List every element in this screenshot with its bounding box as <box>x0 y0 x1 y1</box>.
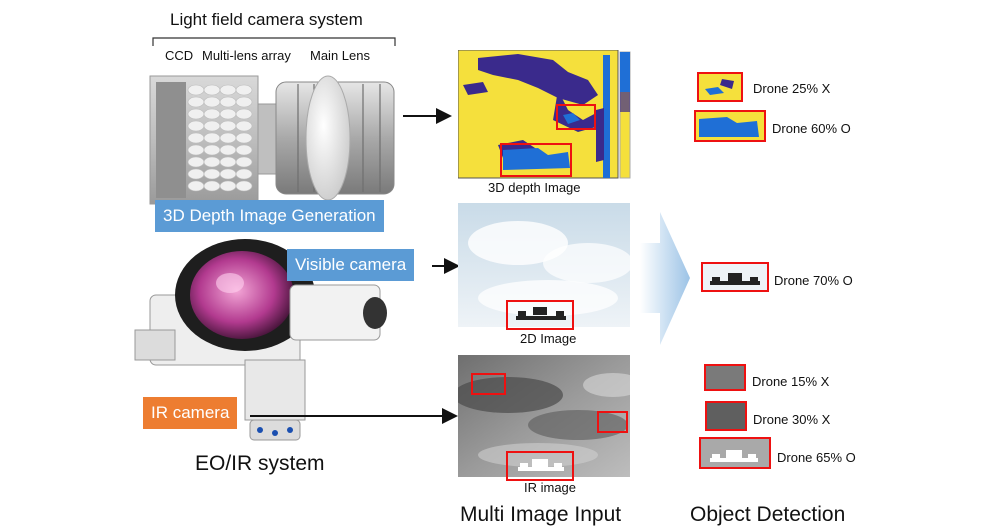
ir-camera-label: IR camera <box>143 397 238 429</box>
part-label-main-lens: Main Lens <box>310 48 370 63</box>
detection-crop-4 <box>704 364 746 391</box>
depth-image <box>458 50 631 179</box>
detection-crop-6-content <box>710 450 758 462</box>
detection-result-1: Drone 25% X <box>753 81 831 96</box>
ir-detection-box-1 <box>471 373 506 395</box>
depth-detection-box-2 <box>500 143 572 177</box>
visible-camera-label: Visible camera <box>287 249 415 281</box>
part-label-multi-lens-array: Multi-lens array <box>202 48 291 63</box>
detection-result-3: Drone 70% O <box>774 273 853 288</box>
eoir-system-title: EO/IR system <box>195 452 325 475</box>
detection-result-5: Drone 30% X <box>753 412 831 427</box>
visible-image-caption: 2D Image <box>520 331 577 346</box>
camera-parts-brace <box>152 37 396 46</box>
detection-crop-1-content <box>705 79 734 95</box>
eoir-system-illustration <box>134 239 387 441</box>
light-field-title: Light field camera system <box>170 10 363 29</box>
light-field-camera-illustration <box>149 75 395 205</box>
visible-image <box>458 203 630 327</box>
depth-generation-label: 3D Depth Image Generation <box>155 200 384 232</box>
object-detection-title: Object Detection <box>690 503 846 526</box>
depth-detection-box-1 <box>556 104 596 130</box>
visible-detection-box <box>506 300 574 330</box>
depth-image-caption: 3D depth Image <box>488 180 581 195</box>
ir-detection-box-3 <box>506 451 574 481</box>
big-flow-arrow <box>640 212 690 345</box>
detection-result-4: Drone 15% X <box>752 374 830 389</box>
detection-crop-2-content <box>699 117 759 137</box>
detection-crop-1 <box>697 72 743 102</box>
detection-crop-3-content <box>710 273 760 285</box>
part-label-ccd: CCD <box>165 48 194 63</box>
ir-image <box>458 355 630 477</box>
multi-image-input-title: Multi Image Input <box>460 503 622 526</box>
detection-result-2: Drone 60% O <box>772 121 851 136</box>
detection-result-6: Drone 65% O <box>777 450 856 465</box>
detection-crop-5 <box>705 401 747 431</box>
ir-detection-box-2 <box>597 411 628 433</box>
ir-image-caption: IR image <box>524 480 577 495</box>
